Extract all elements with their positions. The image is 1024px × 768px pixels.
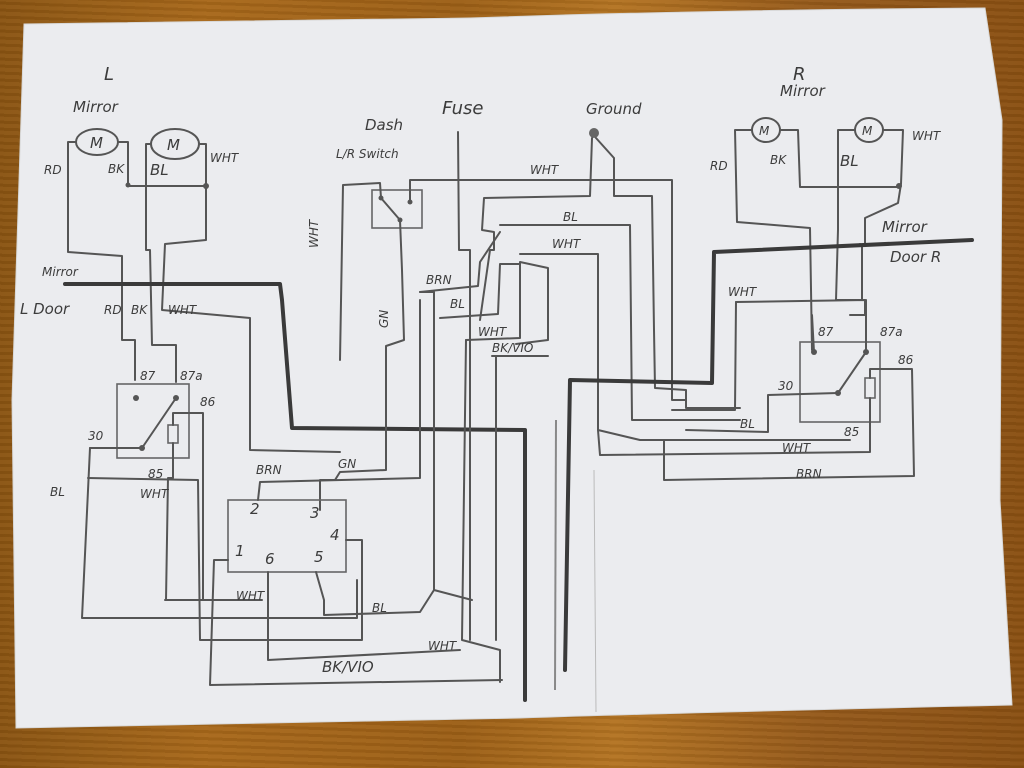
right-side-title: R: [793, 64, 806, 85]
wire-label: WHT: [912, 129, 942, 143]
wire-label: BRN: [796, 467, 822, 481]
wire-label: RD: [44, 163, 62, 177]
wire-label: WHT: [478, 325, 508, 339]
left-door-label: L Door: [20, 300, 70, 318]
connector-pin-6: 6: [265, 550, 275, 568]
wire-label: BK/VIO: [322, 658, 374, 676]
wire-label: WHT: [307, 218, 321, 248]
ground-point-icon: [589, 128, 599, 138]
relay-pin-87: 87: [818, 325, 834, 339]
wire-label: BK: [131, 303, 148, 317]
left-side-title: L: [104, 64, 114, 85]
wire-label: RD: [710, 159, 728, 173]
wire-label: WHT: [210, 151, 240, 165]
wire-label: WHT: [236, 589, 266, 603]
dash-label: Dash: [365, 116, 403, 134]
motor-symbol: M: [167, 136, 180, 154]
relay-pin-85: 85: [844, 425, 859, 439]
relay-pin-87: 87: [140, 369, 156, 383]
right-relay-box: [799, 341, 881, 423]
connector-pin-1: 1: [235, 542, 245, 560]
connector-pin-2: 2: [250, 500, 260, 518]
motor-symbol: M: [759, 124, 770, 138]
wire-label: BRN: [426, 273, 452, 287]
wire-label: WHT: [168, 303, 198, 317]
wire-label: WHT: [530, 163, 560, 177]
left-door-bar: Mirror L Door RD BK WHT: [20, 265, 527, 702]
right-relay: WHT 87 87a 86 30 85 BL WHT BRN: [597, 285, 915, 481]
left-relay-box: [116, 383, 190, 459]
right-door-label: Door R: [890, 248, 941, 266]
right-door-bar: Mirror Door R: [563, 218, 974, 672]
switch-label: L/R Switch: [336, 147, 399, 161]
relay-pin-86: 86: [200, 395, 216, 409]
left-door-mirror-label: Mirror: [42, 265, 79, 279]
right-door-mirror-label: Mirror: [882, 218, 928, 236]
connector-block: 2 3 4 1 6 5 BRN GN WHT BL WHT BK/VIO: [87, 299, 503, 686]
relay-pin-87a: 87a: [880, 325, 903, 339]
wire-label: RD: [104, 303, 122, 317]
motor-symbol: M: [90, 134, 103, 152]
wire-label: BL: [50, 485, 65, 499]
wire-label: WHT: [728, 285, 758, 299]
lr-switch-box: [371, 189, 423, 229]
wire-label: BL: [563, 210, 578, 224]
wire-label: BK: [108, 162, 125, 176]
connector-pin-3: 3: [310, 504, 320, 522]
left-relay: 87 87a 86 30 85 BL WHT: [50, 369, 358, 619]
wire-label: BL: [740, 417, 755, 431]
wire-label: GN: [377, 310, 391, 328]
wire-label: BL: [840, 152, 859, 170]
wire-label: BL: [372, 601, 387, 615]
relay-pin-30: 30: [778, 379, 794, 393]
wire-label: WHT: [140, 487, 170, 501]
left-mirror-group: L Mirror M M RD BK BL WHT: [44, 64, 341, 453]
connector-box: [227, 499, 347, 573]
connector-pin-5: 5: [314, 548, 324, 566]
relay-pin-85: 85: [148, 467, 163, 481]
center-wire-harness: WHT BL WHT BRN BL WHT BK/VIO: [419, 163, 851, 683]
wire-label: BL: [150, 161, 169, 179]
wire-label: BK: [770, 153, 787, 167]
wire-label: GN: [338, 457, 356, 471]
relay-pin-30: 30: [88, 429, 104, 443]
motor-symbol: M: [862, 124, 873, 138]
connector-pin-4: 4: [330, 526, 340, 544]
paper: [11, 7, 1013, 729]
wire-label: BRN: [256, 463, 282, 477]
left-mirror-label: Mirror: [73, 98, 119, 116]
wire-label: WHT: [782, 441, 812, 455]
fuse-ground: Fuse Ground: [442, 98, 741, 641]
fuse-label: Fuse: [442, 98, 483, 119]
relay-pin-86: 86: [898, 353, 914, 367]
relay-pin-87a: 87a: [180, 369, 203, 383]
right-mirror-label: Mirror: [780, 82, 826, 100]
wire-label: WHT: [552, 237, 582, 251]
wire-label: BK/VIO: [492, 341, 533, 355]
wire-label: BL: [450, 297, 465, 311]
ground-label: Ground: [586, 100, 642, 118]
